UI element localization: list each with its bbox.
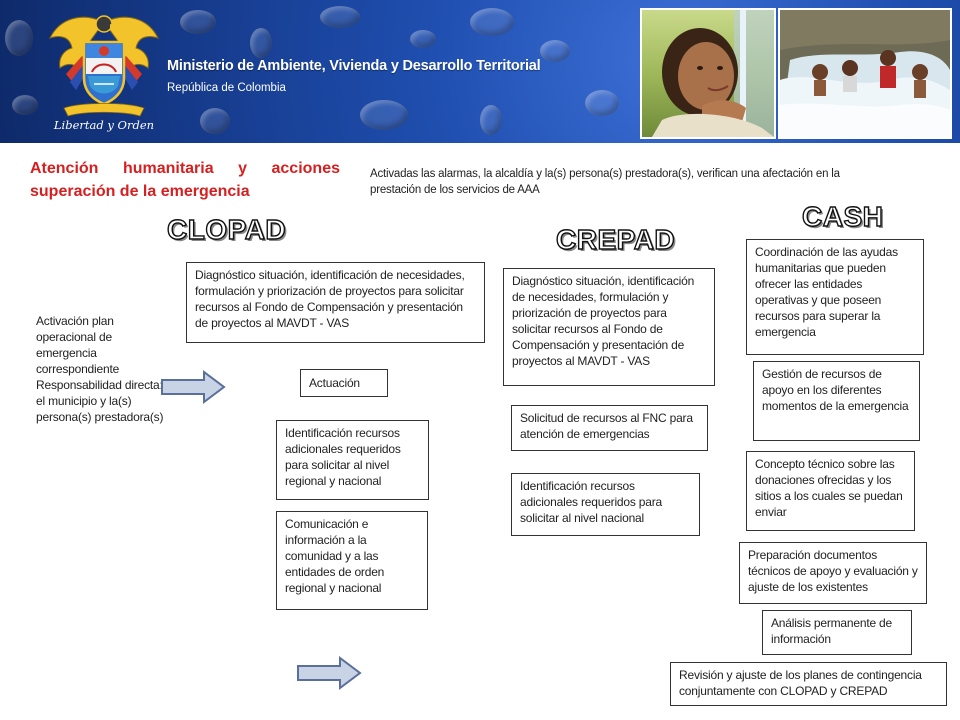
clopad-actuacion-box: Actuación (300, 369, 388, 397)
water-drop-decoration (585, 90, 619, 116)
column-title-clopad: CLOPAD (166, 213, 287, 245)
cash-concepto-box: Concepto técnico sobre las donaciones of… (746, 451, 915, 531)
header-banner: Libertad y Orden Ministerio de Ambiente,… (0, 0, 960, 143)
right-arrow-icon (297, 656, 362, 690)
crepad-diagnostico-box: Diagnóstico situación, identificación de… (503, 268, 715, 386)
cash-coordinacion-box: Coordinación de las ayudas humanitarias … (746, 239, 924, 355)
clopad-diagnostico-box: Diagnóstico situación, identificación de… (186, 262, 485, 343)
page-heading: Atención humanitaria y acciones superaci… (30, 157, 340, 203)
water-drop-decoration (470, 8, 514, 36)
child-drinking-photo (640, 8, 776, 139)
cash-analisis-box: Análisis permanente de información (762, 610, 912, 655)
water-drop-decoration (410, 30, 436, 48)
intro-text: Activadas las alarmas, la alcaldía y la(… (370, 168, 840, 196)
activation-plan-text: Activación plan operacional de emergenci… (36, 314, 164, 424)
coat-of-arms-logo: Libertad y Orden (49, 15, 159, 132)
clopad-identificacion-box: Identificación recursos adicionales requ… (276, 420, 429, 500)
ministry-title: Ministerio de Ambiente, Vivienda y Desar… (167, 58, 541, 74)
water-drop-decoration (480, 105, 502, 135)
crepad-solicitud-box: Solicitud de recursos al FNC para atenci… (511, 405, 708, 451)
cash-preparacion-box: Preparación documentos técnicos de apoyo… (739, 542, 927, 604)
water-drop-decoration (320, 6, 360, 28)
water-drop-decoration (180, 10, 216, 34)
children-waterfall-photo (778, 8, 952, 139)
cash-gestion-box: Gestión de recursos de apoyo en los dife… (753, 361, 920, 441)
right-arrow-icon (161, 370, 226, 404)
page-heading-line1: Atención humanitaria y acciones (30, 160, 340, 177)
clopad-comunicacion-box: Comunicación e información a la comunida… (276, 511, 428, 610)
water-drop-decoration (360, 100, 408, 130)
crepad-identificacion-box: Identificación recursos adicionales requ… (511, 473, 700, 536)
water-drop-decoration (12, 95, 38, 115)
cash-revision-box: Revisión y ajuste de los planes de conti… (670, 662, 947, 706)
republic-subtitle: República de Colombia (167, 82, 286, 94)
water-drop-decoration (5, 20, 33, 56)
water-drop-decoration (540, 40, 570, 62)
column-title-crepad: CREPAD (555, 223, 676, 255)
page-heading-line2: superación de la emergencia (30, 183, 250, 200)
water-drop-decoration (200, 108, 230, 134)
crest-motto: Libertad y Orden (53, 118, 154, 132)
column-title-cash: CASH (801, 200, 884, 232)
water-drop-decoration (250, 28, 272, 58)
